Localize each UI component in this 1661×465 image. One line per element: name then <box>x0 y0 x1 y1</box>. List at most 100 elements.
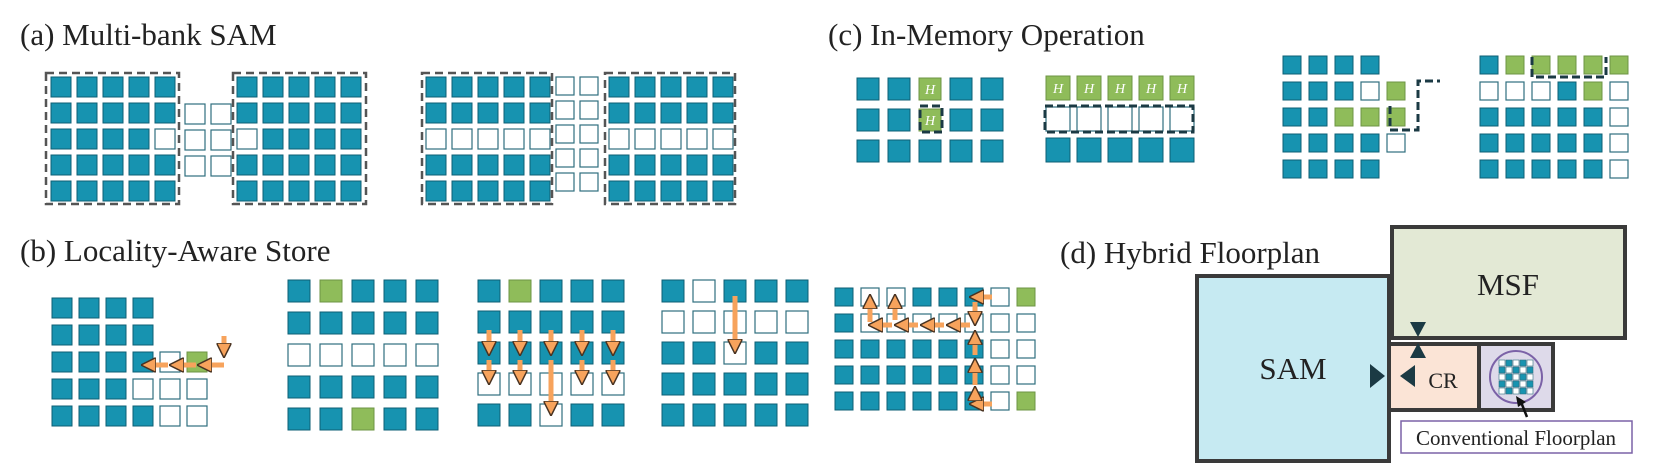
qubit-cell <box>754 372 778 396</box>
qubit-cell <box>570 279 594 303</box>
qubit-cell <box>132 405 154 427</box>
qubit-cell <box>288 180 310 202</box>
empty-cell <box>159 405 181 427</box>
qubit-cell <box>78 405 100 427</box>
qubit-cell <box>105 378 127 400</box>
qubit-cell <box>287 279 311 303</box>
qubit-cell <box>912 339 932 359</box>
qubit-cell <box>529 154 551 176</box>
qubit-cell <box>912 365 932 385</box>
qubit-cell <box>912 287 932 307</box>
highlight-cell <box>1609 55 1629 75</box>
qubit-cell <box>1557 133 1577 153</box>
qubit-cell <box>601 403 625 427</box>
qubit-cell <box>1076 137 1102 163</box>
empty-cell <box>1360 81 1380 101</box>
qubit-cell <box>1526 366 1534 374</box>
empty-cell <box>579 124 599 144</box>
qubit-cell <box>856 139 880 163</box>
empty-cell <box>785 310 809 334</box>
qubit-cell <box>980 108 1004 132</box>
qubit-cell <box>1557 159 1577 179</box>
qubit-cell <box>415 407 439 431</box>
empty-cell <box>990 339 1010 359</box>
qubit-cell <box>319 375 343 399</box>
bank-outlines <box>44 71 737 206</box>
qubit-cell <box>128 128 150 150</box>
qubit-cell <box>660 102 682 124</box>
qubit-cell <box>51 351 73 373</box>
qubit-cell <box>754 341 778 365</box>
sam-block <box>1195 274 1391 463</box>
sam-port-icon <box>1370 364 1385 388</box>
qubit-cell <box>856 108 880 132</box>
highlight-cell <box>1505 55 1525 75</box>
qubit-cell <box>154 180 176 202</box>
qubit-cell <box>1557 107 1577 127</box>
qubit-cell <box>860 365 880 385</box>
empty-cell <box>660 128 682 150</box>
highlight-cell <box>1107 75 1133 101</box>
empty-cell <box>477 128 499 150</box>
empty-cell <box>555 172 575 192</box>
qubit-cell <box>51 378 73 400</box>
empty-cell <box>383 343 407 367</box>
qubit-cell <box>314 154 336 176</box>
empty-cell <box>1609 159 1629 179</box>
qubit-cell <box>1169 137 1195 163</box>
empty-cell <box>210 155 232 177</box>
empty-cell <box>184 103 206 125</box>
empty-cell <box>1107 106 1133 132</box>
callout-arrow-icon <box>1516 396 1526 407</box>
qubit-cell <box>128 102 150 124</box>
qubit-cell <box>1505 107 1525 127</box>
empty-cell <box>529 128 551 150</box>
operation-outlines <box>918 57 1608 134</box>
empty-cell <box>990 365 1010 385</box>
empty-cell <box>634 128 656 150</box>
cr-port-icon <box>1400 365 1415 387</box>
empty-cell <box>1498 387 1506 395</box>
panel-d-title: (d) Hybrid Floorplan <box>1060 235 1321 270</box>
empty-cell <box>1045 106 1071 132</box>
qubit-cell <box>340 102 362 124</box>
highlight-cell <box>1583 81 1603 101</box>
qubit-cell <box>1282 55 1302 75</box>
empty-cell <box>1512 387 1520 395</box>
qubit-cell <box>661 279 685 303</box>
qubit-cell <box>1282 133 1302 153</box>
qubit-cell <box>262 180 284 202</box>
highlight-cell <box>1583 55 1603 75</box>
qubit-cell <box>154 76 176 98</box>
qubit-cell <box>661 403 685 427</box>
qubit-cell <box>351 375 375 399</box>
qubit-cell <box>340 76 362 98</box>
qubit-cell <box>938 365 958 385</box>
qubit-cell <box>50 154 72 176</box>
empty-cell <box>1526 373 1534 381</box>
msf-label: MSF <box>1477 267 1539 302</box>
qubit-cell <box>128 76 150 98</box>
qubit-cell <box>128 154 150 176</box>
empty-cell <box>692 279 716 303</box>
qubit-cell <box>1531 133 1551 153</box>
qubit-cell <box>288 102 310 124</box>
qubit-cell <box>1505 159 1525 179</box>
empty-cell <box>287 343 311 367</box>
qubit-cell <box>51 405 73 427</box>
qubit-cell <box>477 403 501 427</box>
empty-cell <box>351 343 375 367</box>
empty-cell <box>1505 380 1513 388</box>
qubit-cell <box>1505 387 1513 395</box>
highlight-cell <box>186 351 208 373</box>
qubit-cell <box>723 372 747 396</box>
qubit-cell <box>451 154 473 176</box>
qubit-cell <box>425 76 447 98</box>
move-arrows <box>147 296 992 410</box>
qubit-cell <box>477 76 499 98</box>
empty-cell <box>1505 366 1513 374</box>
qubit-cell <box>686 76 708 98</box>
qubit-cell <box>287 311 311 335</box>
qubit-cell <box>1334 133 1354 153</box>
highlight-cell <box>1076 75 1102 101</box>
